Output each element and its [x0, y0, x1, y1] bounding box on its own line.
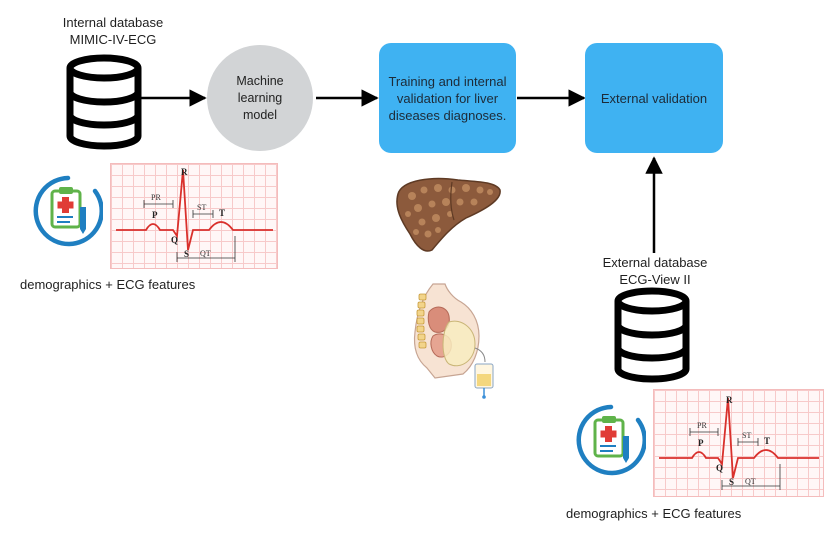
training-validation-label: Training and internal validation for liv…: [388, 73, 507, 123]
internal-database-icon: [66, 54, 142, 150]
ecg-label-st-left: ST: [197, 203, 206, 212]
training-validation-box: Training and internal validation for liv…: [379, 43, 516, 153]
ecg-waveform-card-left: PR ST QT P R Q S T: [110, 163, 278, 269]
ecg-label-s-right: S: [729, 477, 734, 487]
ecg-label-q-left: Q: [171, 235, 178, 245]
abdomen-illustration: [413, 283, 494, 399]
ecg-label-p-right: P: [698, 438, 704, 448]
clipboard-medical-icon-left: [33, 175, 103, 247]
ecg-label-pr-left: PR: [151, 193, 161, 202]
internal-db-title-line1: Internal database: [62, 15, 164, 30]
ecg-label-r-right: R: [726, 395, 733, 405]
ecg-label-q-right: Q: [716, 463, 723, 473]
external-db-title-line1: External database: [602, 255, 708, 270]
ecg-waveform-right: PR ST QT P R Q S T: [659, 395, 819, 490]
ml-model-node: Machine learning model: [207, 45, 313, 151]
external-validation-label: External validation: [600, 90, 708, 106]
internal-db-title: Internal database MIMIC-IV-ECG: [40, 14, 186, 48]
ecg-label-qt-left: QT: [200, 249, 211, 258]
ecg-label-pr-right: PR: [697, 421, 707, 430]
ecg-waveform-left: PR ST QT P R Q S T: [116, 167, 273, 262]
ecg-label-st-right: ST: [742, 431, 751, 440]
clipboard-medical-icon-right: [576, 404, 646, 476]
ecg-label-s-left: S: [184, 249, 189, 259]
internal-db-title-line2: MIMIC-IV-ECG: [69, 32, 157, 47]
ecg-label-qt-right: QT: [745, 477, 756, 486]
liver-illustration: [396, 177, 501, 252]
external-validation-box: External validation: [585, 43, 723, 153]
features-caption-right: demographics + ECG features: [566, 506, 742, 521]
ecg-label-r-left: R: [181, 167, 188, 177]
external-db-title-line2: ECG-View II: [619, 272, 691, 287]
ecg-label-t-right: T: [764, 436, 770, 446]
external-db-title: External database ECG-View II: [582, 254, 728, 288]
ecg-label-p-left: P: [152, 210, 158, 220]
features-caption-left: demographics + ECG features: [20, 277, 196, 292]
external-database-icon: [614, 287, 690, 383]
ecg-label-t-left: T: [219, 208, 225, 218]
ecg-waveform-card-right: PR ST QT P R Q S T: [653, 389, 824, 497]
ml-model-label: Machine learning model: [236, 73, 284, 122]
